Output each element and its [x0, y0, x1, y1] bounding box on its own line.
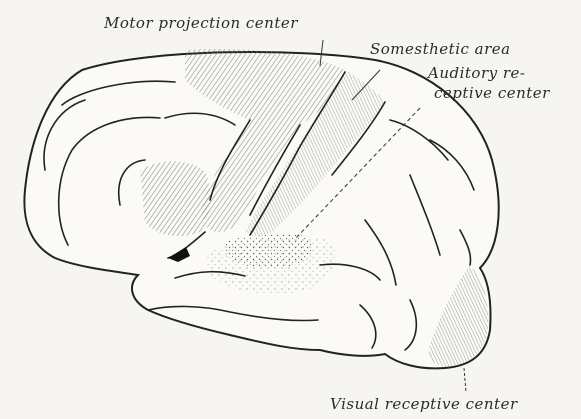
motor-projection-label: Motor projection center [104, 16, 298, 31]
auditory-label-line1: Auditory re- [428, 66, 525, 81]
auditory-area [225, 234, 313, 267]
auditory-label-line2: ceptive center [434, 86, 550, 101]
somesthetic-area-label: Somesthetic area [370, 42, 511, 57]
temporal-hatched [140, 161, 210, 236]
visual-receptive-label: Visual receptive center [330, 397, 518, 412]
